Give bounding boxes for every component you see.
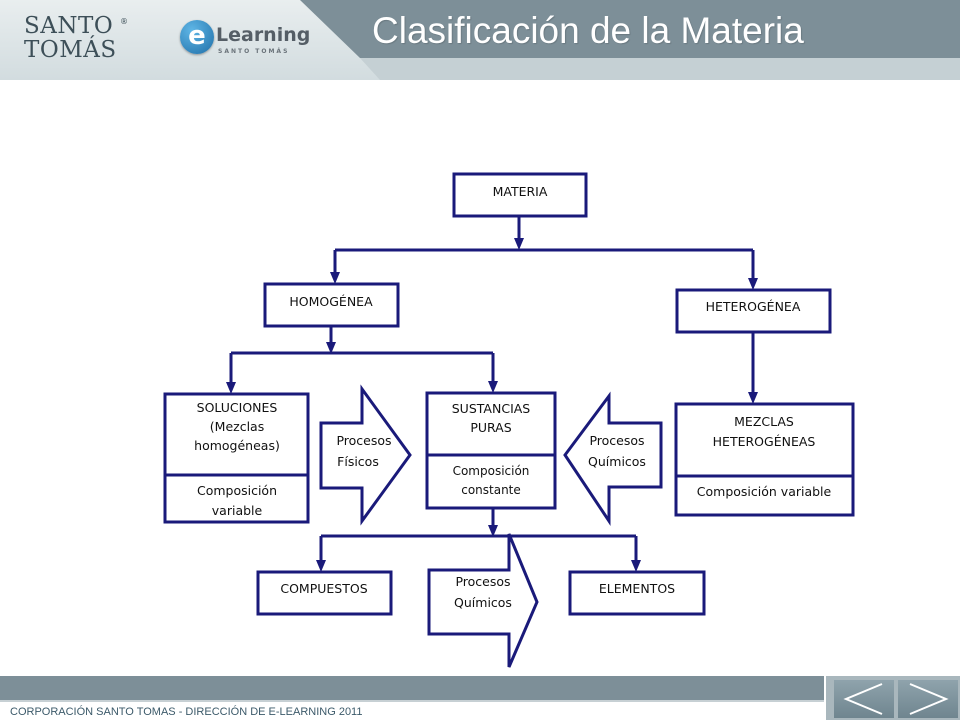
- santo-tomas-logo: SANTO TOMÁS ®: [24, 13, 128, 63]
- svg-text:Procesos: Procesos: [455, 574, 510, 589]
- svg-text:MEZCLAS: MEZCLAS: [734, 414, 794, 429]
- svg-text:COMPUESTOS: COMPUESTOS: [280, 581, 367, 596]
- svg-text:homogéneas): homogéneas): [194, 438, 280, 453]
- svg-text:PURAS: PURAS: [470, 420, 511, 435]
- svg-text:HETEROGÉNEA: HETEROGÉNEA: [706, 299, 801, 314]
- svg-text:Químicos: Químicos: [454, 595, 512, 610]
- svg-text:MATERIA: MATERIA: [493, 184, 548, 199]
- footer-bar: [0, 676, 824, 700]
- svg-text:Físicos: Físicos: [337, 454, 379, 469]
- svg-text:Procesos: Procesos: [336, 433, 391, 448]
- connectors: [229, 216, 755, 562]
- svg-text:variable: variable: [212, 503, 263, 518]
- procesos-quimicos-down-arrow: Procesos Químicos: [427, 533, 539, 668]
- footer-divider: [0, 700, 824, 702]
- header: SANTO TOMÁS ® e Learning SANTO TOMÁS Cla…: [0, 0, 960, 80]
- svg-text:Composición: Composición: [453, 464, 530, 478]
- materia-node: MATERIA: [452, 172, 588, 218]
- elearning-logo: e Learning SANTO TOMÁS: [180, 20, 310, 60]
- elearning-word: Learning: [216, 24, 311, 46]
- next-slide-button[interactable]: [898, 680, 958, 718]
- previous-slide-button[interactable]: [834, 680, 894, 718]
- mezclas-heterogeneas-node: MEZCLAS HETEROGÉNEAS Composición variabl…: [674, 402, 855, 517]
- svg-text:HETEROGÉNEAS: HETEROGÉNEAS: [713, 434, 816, 449]
- footer: CORPORACIÓN SANTO TOMAS - DIRECCIÓN DE E…: [0, 676, 960, 720]
- svg-text:HOMOGÉNEA: HOMOGÉNEA: [289, 294, 373, 309]
- arrowheads: [226, 238, 758, 572]
- page-title: Clasificación de la Materia: [372, 10, 804, 51]
- compuestos-node: COMPUESTOS: [256, 570, 393, 616]
- elearning-sub: SANTO TOMÁS: [218, 48, 290, 55]
- svg-text:ELEMENTOS: ELEMENTOS: [599, 581, 675, 596]
- brand-line2: TOMÁS: [24, 37, 117, 63]
- title-band: [300, 0, 960, 80]
- svg-text:Químicos: Químicos: [588, 454, 646, 469]
- homogenea-node: HOMOGÉNEA: [263, 282, 400, 328]
- chevron-right-icon: [909, 683, 949, 715]
- slide-navigation: [826, 676, 960, 720]
- svg-text:(Mezclas: (Mezclas: [210, 419, 264, 434]
- svg-text:Composición variable: Composición variable: [697, 484, 832, 499]
- procesos-quimicos-left-arrow: Procesos Químicos: [563, 391, 663, 526]
- registered-mark: ®: [120, 17, 129, 26]
- sustancias-puras-node: SUSTANCIAS PURAS Composición constante: [425, 391, 557, 510]
- svg-text:Procesos: Procesos: [589, 433, 644, 448]
- heterogenea-node: HETEROGÉNEA: [675, 288, 832, 334]
- soluciones-node: SOLUCIONES (Mezclas homogéneas) Composic…: [163, 392, 310, 524]
- brand-line1: SANTO: [24, 13, 114, 39]
- footer-text: CORPORACIÓN SANTO TOMAS - DIRECCIÓN DE E…: [10, 706, 363, 718]
- elearning-badge-icon: e: [180, 20, 214, 54]
- svg-text:constante: constante: [461, 483, 521, 497]
- chevron-left-icon: [843, 683, 883, 715]
- svg-text:SOLUCIONES: SOLUCIONES: [197, 400, 278, 415]
- elementos-node: ELEMENTOS: [568, 570, 706, 616]
- procesos-fisicos-arrow: Procesos Físicos: [319, 384, 412, 526]
- svg-text:Composición: Composición: [197, 483, 277, 498]
- svg-text:SUSTANCIAS: SUSTANCIAS: [452, 401, 531, 416]
